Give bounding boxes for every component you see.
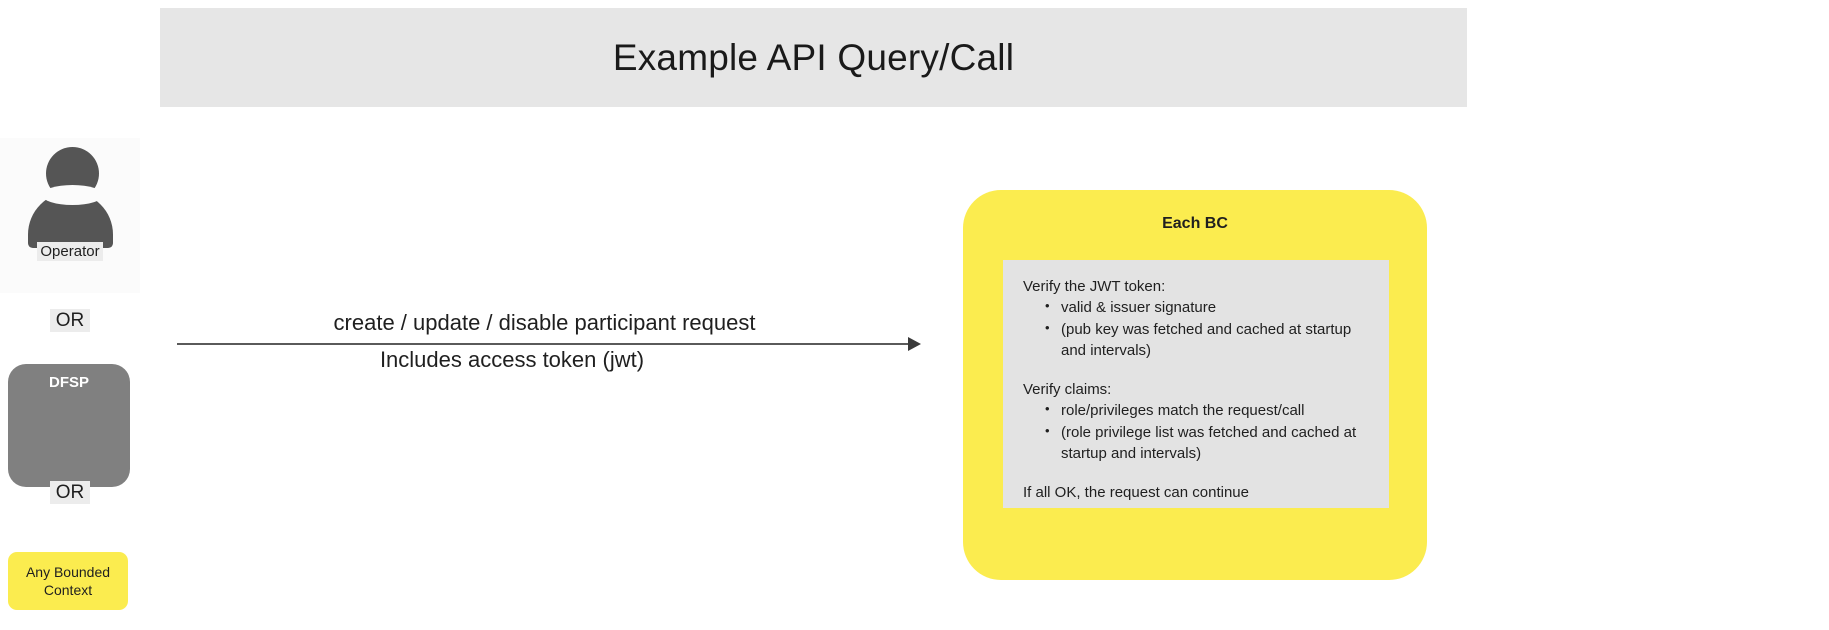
arrow-label-bottom: Includes access token (jwt) [379,347,645,372]
note-section-verify-claims: Verify claims: role/privileges match the… [1023,379,1369,464]
actor-any-bounded-context[interactable]: Any Bounded Context [8,552,128,610]
note-heading-verify-claims: Verify claims: [1023,381,1112,399]
each-bc-container[interactable]: Each BC Verify the JWT token: valid & is… [963,190,1427,580]
list-item: valid & issuer signature [1043,297,1369,318]
arrow-line [177,343,912,345]
each-bc-title: Each BC [1162,215,1228,232]
person-icon-neck-gap [42,185,103,205]
actor-any-bounded-context-label: Any Bounded Context [25,563,111,598]
list-item: role/privileges match the request/call [1043,400,1369,421]
or-separator-2: OR [0,481,140,504]
actor-operator-label: Operator [0,242,140,261]
note-heading-verify-jwt: Verify the JWT token: [1023,278,1166,295]
note-section-result: If all OK, the request can continue [1023,482,1369,503]
note-heading-result: If all OK, the request can continue [1023,484,1249,502]
note-section-verify-jwt: Verify the JWT token: valid & issuer sig… [1023,276,1369,361]
or-separator-1: OR [0,309,140,332]
actor-operator-label-text: Operator [37,242,103,261]
actor-column: Operator OR DFSP OR Any Bounded Context [0,130,150,630]
list-item: (role privilege list was fetched and cac… [1043,422,1369,465]
each-bc-note: Verify the JWT token: valid & issuer sig… [1003,260,1389,508]
or-separator-1-text: OR [49,309,91,332]
or-separator-2-text: OR [49,481,91,504]
note-bullets-verify-claims: role/privileges match the request/call (… [1023,400,1369,464]
actor-dfsp[interactable]: DFSP [8,364,130,487]
arrow-label-top: create / update / disable participant re… [333,310,756,335]
page-title: Example API Query/Call [612,37,1015,78]
page-title-banner: Example API Query/Call [160,8,1467,107]
person-icon [18,147,122,248]
request-arrow: create / update / disable participant re… [177,255,922,430]
note-bullets-verify-jwt: valid & issuer signature (pub key was fe… [1023,297,1369,361]
arrow-head-icon [908,337,921,351]
actor-operator[interactable] [0,138,140,293]
list-item: (pub key was fetched and cached at start… [1043,319,1369,362]
actor-dfsp-label: DFSP [48,374,89,391]
